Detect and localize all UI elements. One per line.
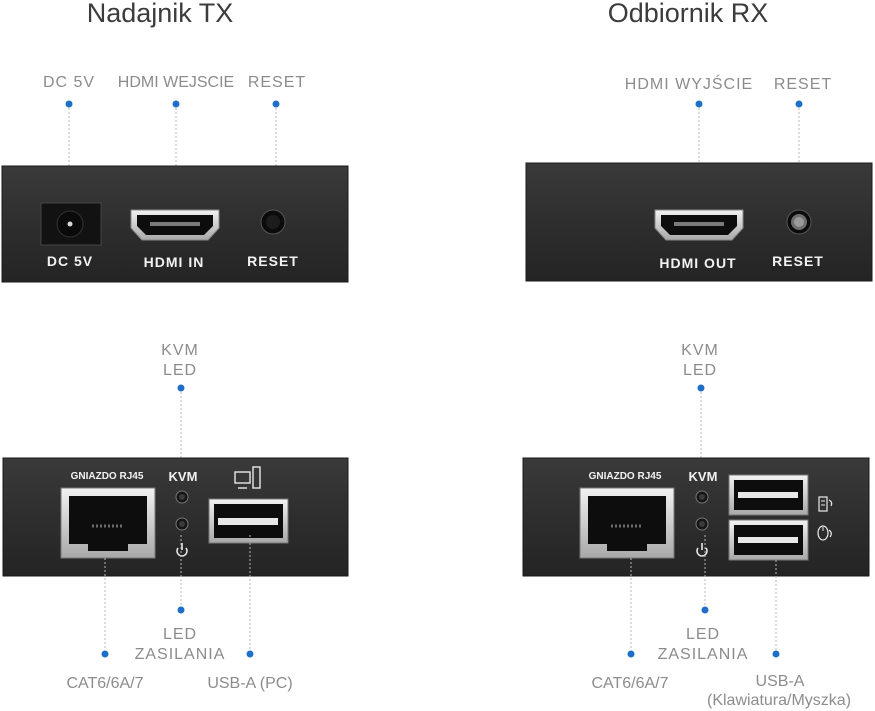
dot-dc bbox=[65, 100, 73, 108]
rx-front-panel bbox=[525, 162, 873, 282]
panel-label-rj45-rx: GNIAZDO RJ45 bbox=[589, 471, 662, 482]
keyboard-icon bbox=[818, 496, 833, 512]
callout-dc-5v: DC 5V bbox=[43, 74, 95, 91]
callout-usb-rx-2: (Klawiatura/Myszka) bbox=[707, 692, 851, 709]
callout-power-led-rx-1: LED bbox=[686, 626, 720, 643]
panel-label-reset-rx: RESET bbox=[772, 253, 824, 269]
callout-power-led-tx-2: ZASILANIA bbox=[135, 646, 226, 663]
panel-label-kvm: KVM bbox=[169, 469, 198, 484]
power-symbol-icon bbox=[176, 543, 188, 557]
panel-label-kvm-rx: KVM bbox=[689, 469, 718, 484]
panel-label-hdmi-out: HDMI OUT bbox=[659, 255, 736, 271]
callout-cat-rx: CAT6/6A/7 bbox=[591, 675, 668, 692]
callout-kvm-tx-1: KVM bbox=[161, 342, 199, 359]
tx-front-panel-group: DC 5V HDMI WEJSCIE RESET DC 5V HDMI IN R… bbox=[1, 74, 349, 283]
callout-hdmi-out: HDMI WYJŚCIE bbox=[625, 74, 753, 93]
rx-title: Odbiornik RX bbox=[608, 0, 769, 28]
callout-cat-tx: CAT6/6A/7 bbox=[66, 675, 143, 692]
callout-usb-rx-1: USB-A bbox=[756, 673, 805, 690]
tx-title: Nadajnik TX bbox=[87, 0, 234, 28]
dot-reset bbox=[272, 100, 280, 108]
power-symbol-icon bbox=[696, 543, 708, 557]
dot-hdmi-rx bbox=[695, 100, 703, 108]
callout-power-led-tx-1: LED bbox=[163, 626, 197, 643]
panel-label-rj45: GNIAZDO RJ45 bbox=[71, 471, 144, 482]
rx-front-panel-group: HDMI WYJŚCIE RESET HDMI OUT RESET bbox=[525, 74, 873, 282]
callout-usb-tx: USB-A (PC) bbox=[207, 675, 292, 692]
computer-icon bbox=[234, 466, 261, 489]
callout-reset-rx: RESET bbox=[774, 76, 832, 93]
dot-reset-rx bbox=[795, 100, 803, 108]
panel-label-dc: DC 5V bbox=[47, 253, 93, 269]
callout-kvm-rx-2: LED bbox=[683, 362, 717, 379]
panel-label-reset: RESET bbox=[247, 253, 299, 269]
callout-kvm-tx-2: LED bbox=[163, 362, 197, 379]
panel-label-hdmi: HDMI IN bbox=[144, 254, 205, 270]
dot-hdmi bbox=[172, 100, 180, 108]
mouse-icon bbox=[817, 525, 832, 541]
tx-back-panel-group: KVM LED GNIAZDO RJ45 KVM bbox=[2, 342, 349, 692]
callout-power-led-rx-2: ZASILANIA bbox=[658, 646, 749, 663]
callout-hdmi-in: HDMI WEJSCIE bbox=[118, 74, 234, 91]
callout-reset: RESET bbox=[248, 74, 306, 91]
callout-kvm-rx-1: KVM bbox=[681, 342, 719, 359]
rx-back-panel-group: KVM LED GNIAZDO RJ45 KVM bbox=[522, 342, 870, 709]
